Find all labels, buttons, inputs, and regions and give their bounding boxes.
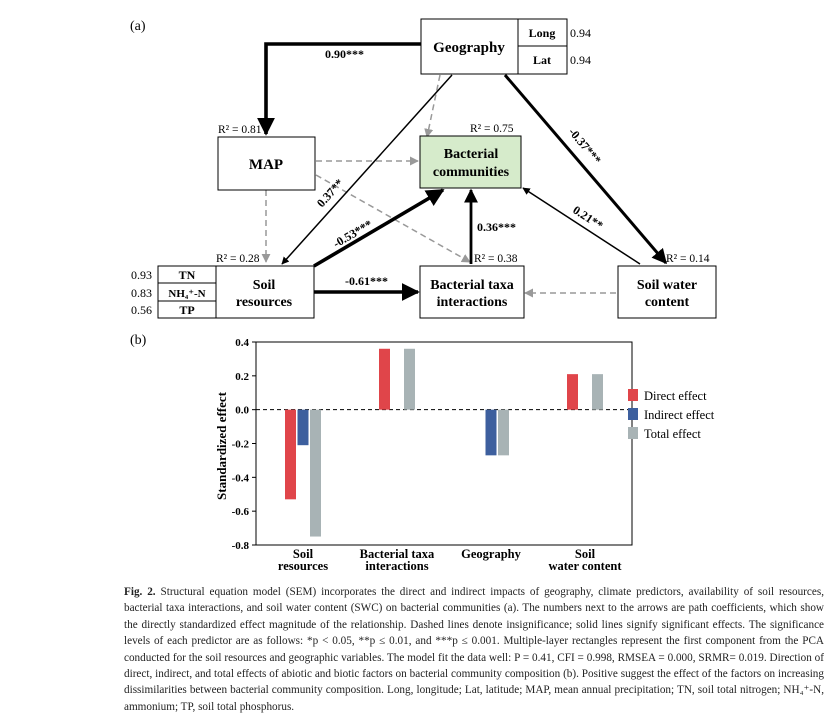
node-soil-water-content: Soil water content R² = 0.14 [617, 253, 717, 319]
bar [310, 409, 321, 537]
node-taxa-interactions: Bacterial taxa interactions R² = 0.38 [419, 253, 525, 319]
coef-soil-taxa: -0.61*** [345, 274, 388, 288]
x-tick-label: Geography [461, 547, 521, 561]
map-label: MAP [249, 157, 283, 173]
bacterial-r2: R² = 0.75 [470, 123, 514, 135]
legend-label: Indirect effect [644, 408, 715, 422]
lat-loading: 0.94 [570, 53, 591, 67]
bar [285, 409, 296, 500]
legend-label: Total effect [644, 427, 701, 441]
panel-b-chart: (b) Standardized effect 0.4 0.2 0.0 -0.2 -0.… [130, 333, 715, 573]
figure-2: (a) 0.90*** 0.37** -0.37*** -0.53*** 0.3… [130, 18, 717, 573]
geography-label: Geography [433, 40, 505, 56]
tp-label: TP [179, 303, 194, 317]
legend-swatch [628, 408, 638, 420]
coef-geo-map: 0.90*** [325, 47, 364, 61]
path-geo-soil [281, 74, 453, 265]
legend-label: Direct effect [644, 389, 707, 403]
panel-a-label: (a) [130, 19, 146, 34]
bar [498, 409, 509, 456]
path-geo-swc [503, 74, 668, 265]
legend-swatch [628, 427, 638, 439]
y-tick-label: 0.2 [235, 371, 249, 383]
taxa-label-2: interactions [437, 295, 508, 310]
y-tick-label: 0.0 [235, 405, 249, 417]
panel-a-sem: (a) 0.90*** 0.37** -0.37*** -0.53*** 0.3… [130, 18, 717, 319]
bar [485, 409, 497, 456]
bar [592, 374, 603, 410]
lat-label: Lat [533, 53, 551, 67]
path-soil-bacterial [313, 188, 445, 268]
y-tick-label: 0.4 [235, 337, 249, 349]
swc-label-1: Soil water [637, 278, 697, 293]
long-loading: 0.94 [570, 26, 591, 40]
panel-b-label: (b) [130, 333, 147, 348]
y-tick-label: -0.4 [232, 472, 250, 484]
node-soil-resources: TN NH₄⁺-N TP 0.93 0.83 0.56 Soil resourc… [131, 253, 315, 319]
path-geo-map [257, 42, 421, 136]
x-tick-label: interactions [365, 559, 428, 573]
bar [567, 374, 578, 410]
map-r2: R² = 0.81 [218, 124, 262, 136]
tp-loading: 0.56 [131, 303, 152, 317]
legend-swatch [628, 389, 638, 401]
soil-label-1: Soil [253, 278, 276, 293]
caption-label: Fig. 2. [124, 586, 156, 598]
x-tick-label: Soil [293, 547, 314, 561]
taxa-r2: R² = 0.38 [474, 253, 518, 265]
soil-label-2: resources [236, 295, 293, 310]
node-bacterial-communities: Bacterial communities R² = 0.75 [419, 123, 522, 189]
soil-r2: R² = 0.28 [216, 253, 260, 265]
x-tick-label: Bacterial taxa [360, 547, 435, 561]
coef-geo-soil: 0.37** [314, 176, 346, 210]
x-tick-label: resources [278, 559, 328, 573]
x-tick-label: water content [548, 559, 622, 573]
path-swc-bacterial [522, 187, 641, 265]
long-label: Long [529, 26, 556, 40]
y-tick-label: -0.2 [232, 439, 250, 451]
node-map: MAP R² = 0.81 [217, 124, 316, 191]
bacterial-label-1: Bacterial [444, 147, 499, 162]
bacterial-label-2: communities [433, 165, 510, 180]
bar [297, 409, 309, 446]
coef-geo-swc: -0.37*** [566, 125, 604, 167]
y-axis-title: Standardized effect [214, 391, 229, 500]
coef-taxa-bacterial: 0.36*** [477, 220, 516, 234]
coef-swc-bacterial: 0.21** [570, 203, 605, 233]
y-tick-label: -0.8 [232, 540, 250, 552]
nh4-label: NH₄⁺-N [168, 288, 205, 300]
y-tick-label: -0.6 [232, 506, 250, 518]
nh4-loading: 0.83 [131, 286, 152, 300]
figure-caption: Fig. 2. Structural equation model (SEM) … [124, 584, 824, 715]
bar [404, 348, 415, 410]
swc-r2: R² = 0.14 [666, 253, 710, 265]
swc-label-2: content [645, 295, 690, 310]
taxa-label-1: Bacterial taxa [430, 278, 514, 293]
tn-label: TN [179, 268, 196, 282]
bar [379, 348, 390, 410]
tn-loading: 0.93 [131, 268, 152, 282]
node-geography: Geography Long Lat 0.94 0.94 [420, 18, 591, 75]
x-tick-label: Soil [575, 547, 596, 561]
path-geo-bacterial [424, 74, 441, 138]
caption-text: Structural equation model (SEM) incorpor… [124, 586, 824, 713]
